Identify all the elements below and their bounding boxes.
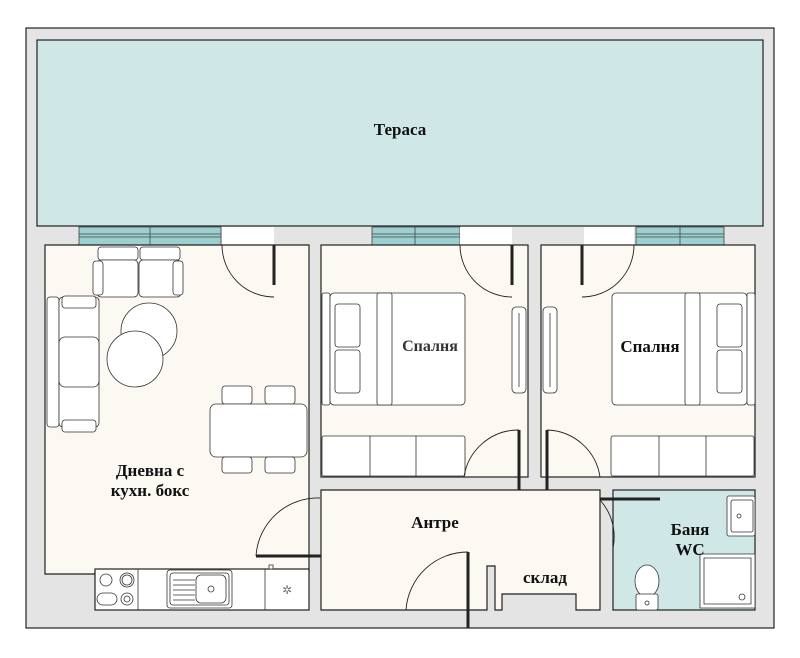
label-living: Дневна с кухн. бокс — [80, 461, 220, 502]
label-bathroom-line1: Баня — [670, 520, 710, 539]
label-bedroom-2: Спалня — [620, 337, 680, 356]
bedroom-2-furniture — [542, 292, 756, 477]
label-terrace: Тераса — [373, 120, 427, 139]
terrace-door-openings — [222, 227, 634, 245]
label-hallway: Антре — [411, 513, 459, 532]
living-furniture — [46, 246, 308, 474]
svg-text:✲: ✲ — [282, 583, 292, 597]
kitchen-counter: ✲ — [45, 564, 310, 611]
bedroom-1-furniture — [321, 292, 527, 477]
doors — [221, 244, 660, 628]
room-terrace — [36, 39, 764, 227]
label-bedroom-1: Спалня — [402, 338, 458, 355]
label-bathroom-line2: WC — [675, 540, 705, 560]
bathroom-fixtures — [634, 495, 756, 611]
label-storage: склад — [523, 568, 567, 587]
room-hallway — [320, 489, 601, 611]
windows — [78, 226, 725, 246]
label-living-line1: Дневна с — [115, 461, 185, 480]
label-living-line2: кухн. бокс — [110, 481, 190, 501]
label-bathroom: Баня WC — [650, 520, 730, 561]
